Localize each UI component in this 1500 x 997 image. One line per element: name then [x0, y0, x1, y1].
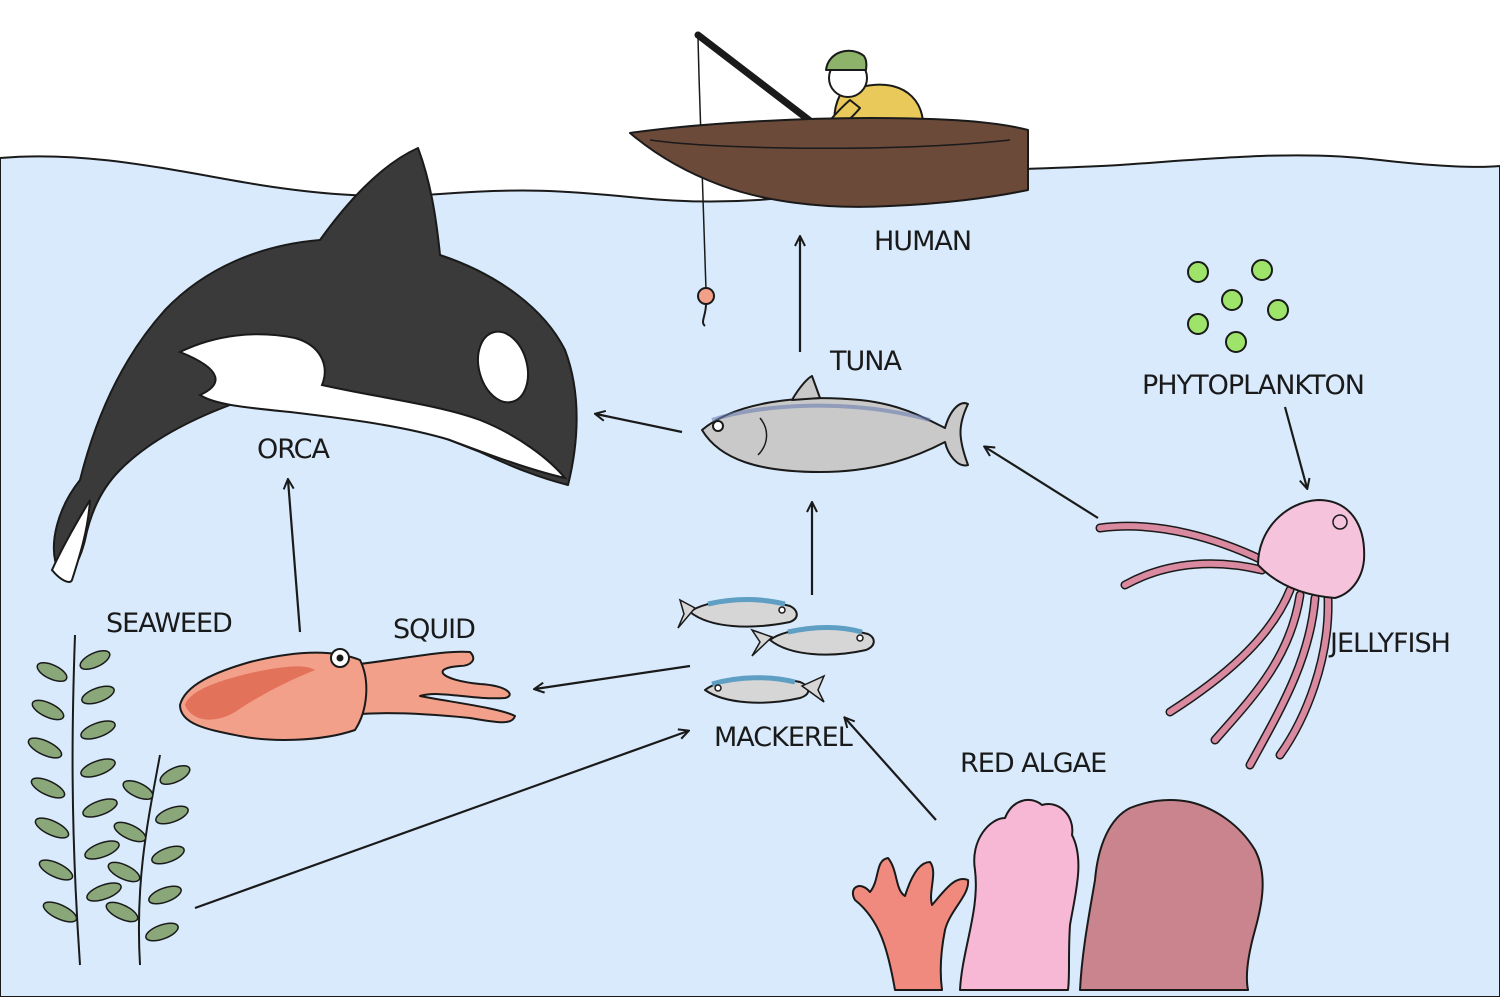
label-squid: SQUID [393, 614, 475, 645]
seaweed-stem-1 [71, 634, 81, 966]
fishing-bobber [697, 287, 715, 305]
squid-mantle-shading [185, 666, 315, 720]
label-phytoplankton: PHYTOPLANKTON [1142, 370, 1364, 401]
arrow-phytoplankton-to-jellyfish [1283, 406, 1307, 488]
seaweed-illustration [27, 634, 191, 966]
mackerel-illustration [677, 597, 875, 704]
human-hat [825, 49, 868, 71]
plankton-cell [1267, 299, 1289, 321]
label-tuna: TUNA [829, 346, 902, 377]
jellyfish-illustration [1095, 499, 1366, 770]
red-algae-coral-pink [959, 798, 1080, 991]
tuna-dorsal-fin [791, 375, 821, 401]
plankton-cell [1221, 289, 1243, 311]
label-jellyfish: JELLYFISH [1328, 628, 1450, 659]
boat-hull [629, 117, 1029, 208]
arrow-tuna-to-orca [596, 414, 683, 434]
tuna-gill [757, 417, 768, 456]
phytoplankton-illustration [1187, 259, 1289, 353]
red-algae-coral-mauve [1079, 799, 1264, 991]
label-mackerel: MACKEREL [714, 722, 853, 753]
fishing-hook [702, 303, 707, 327]
plankton-cell [1251, 259, 1273, 281]
red-algae-coral-orange [851, 857, 970, 991]
food-web-arrows [194, 237, 1307, 910]
arrow-red-algae-to-mackerel [845, 718, 937, 821]
plankton-cell [1187, 313, 1209, 335]
squid-mantle [179, 651, 368, 741]
orca-belly-patch [177, 333, 568, 480]
squid-tentacles [349, 650, 516, 724]
label-red-algae: RED ALGAE [960, 748, 1106, 779]
arrow-mackerel-to-squid [535, 664, 691, 689]
label-human: HUMAN [874, 226, 971, 257]
squid-illustration [179, 648, 516, 741]
arrow-squid-to-orca [288, 480, 302, 633]
arrow-jellyfish-to-tuna [985, 447, 1099, 519]
red-algae-illustration [851, 798, 1264, 991]
tuna-body [701, 397, 969, 473]
human-in-boat-illustration [629, 31, 1029, 327]
plankton-cell [1187, 261, 1209, 283]
label-seaweed: SEAWEED [106, 608, 232, 639]
boat-rim [649, 139, 1011, 149]
tuna-illustration [701, 375, 969, 473]
mackerel-fish-3 [704, 674, 826, 704]
mackerel-fish-2 [750, 625, 875, 657]
plankton-cell [1225, 331, 1247, 353]
orca-illustration [50, 147, 578, 583]
tuna-eye [712, 420, 724, 432]
jellyfish-eye [1332, 514, 1348, 530]
arrow-seaweed-to-mackerel [194, 731, 688, 910]
seaweed-stem-2 [137, 754, 161, 966]
label-orca: ORCA [257, 434, 331, 465]
mackerel-fish-1 [677, 597, 798, 629]
tuna-stripe [711, 403, 931, 422]
orca-eye-patch [477, 330, 529, 404]
orca-tail-fin [50, 499, 91, 583]
